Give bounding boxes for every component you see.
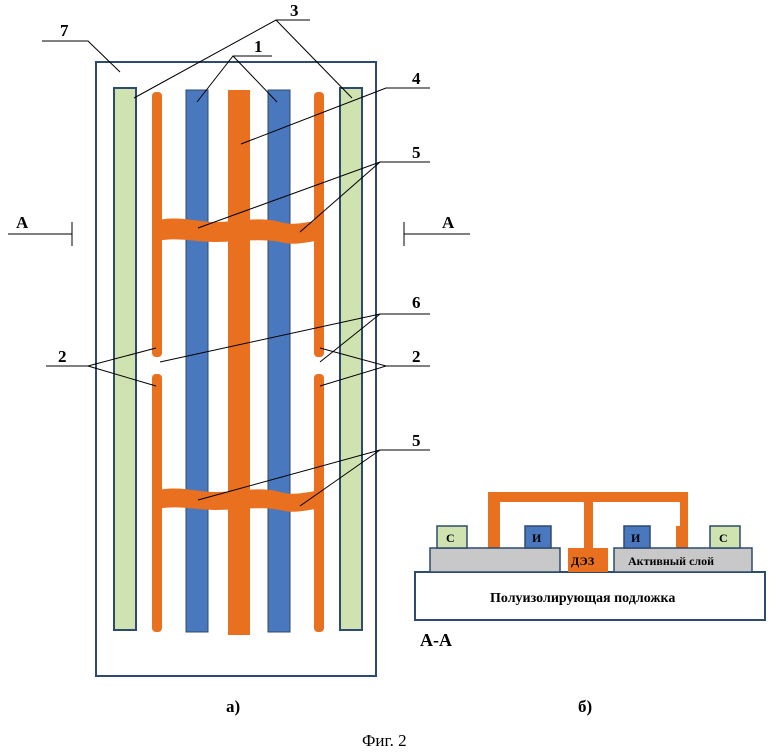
active-layer-left: [430, 548, 560, 572]
bridge-post-right: [676, 526, 688, 548]
contact-c-left-label: С: [446, 531, 455, 545]
contact-i-left-label: И: [532, 531, 542, 545]
label-7: 7: [60, 21, 69, 40]
blue-finger-left: [186, 90, 208, 632]
label-1: 1: [254, 37, 263, 56]
figure-caption: Фиг. 2: [362, 731, 407, 750]
contact-i-right-label: И: [631, 531, 641, 545]
dez-label: ДЭЗ: [571, 554, 594, 568]
label-2-left: 2: [58, 347, 67, 366]
label-5-top: 5: [412, 143, 421, 162]
substrate-label: Полуизолирующая подложка: [490, 591, 675, 606]
section-label-right: А: [442, 213, 455, 232]
bridge-post-left: [488, 526, 500, 548]
label-3: 3: [290, 1, 299, 20]
blue-finger-right: [268, 90, 290, 632]
caption-b: б): [578, 697, 592, 716]
active-layer-label: Активный слой: [628, 554, 714, 568]
caption-a: а): [226, 697, 240, 716]
central-orange-bus: [228, 90, 250, 635]
green-finger-left: [114, 88, 136, 630]
label-6: 6: [412, 293, 421, 312]
label-4: 4: [412, 69, 421, 88]
cross-bridge: [488, 492, 688, 548]
section-label-left: А: [16, 213, 29, 232]
contact-c-right-label: С: [719, 531, 728, 545]
section-aa-label: А-А: [420, 630, 452, 650]
label-5-bottom: 5: [412, 431, 421, 450]
label-2-right: 2: [412, 347, 421, 366]
